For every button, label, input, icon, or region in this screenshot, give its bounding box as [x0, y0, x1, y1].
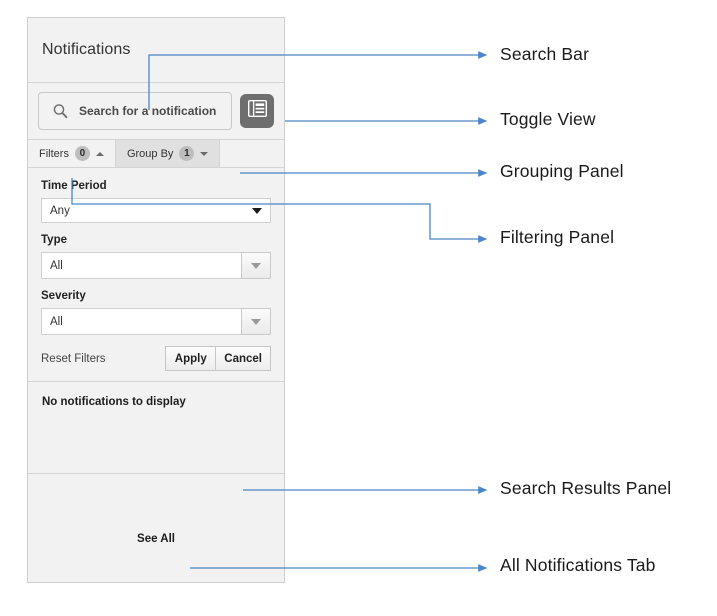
filter-actions: Reset Filters Apply Cancel	[41, 346, 271, 371]
annotation-grouping-panel: Grouping Panel	[500, 161, 624, 181]
tab-filters-label: Filters	[39, 147, 69, 160]
annotation-all-notifications-tab: All Notifications Tab	[500, 555, 656, 575]
time-period-select[interactable]: Any	[41, 198, 271, 223]
severity-select-arrow-button[interactable]	[241, 308, 271, 335]
toggle-view-button[interactable]	[240, 94, 274, 128]
page-title: Notifications	[42, 41, 131, 58]
type-select[interactable]: All	[41, 252, 271, 279]
tab-group-by-badge: 1	[179, 146, 195, 161]
time-period-label: Time Period	[41, 180, 107, 192]
notifications-panel: Notifications Search for a notification	[27, 17, 285, 583]
empty-results-message: No notifications to display	[42, 396, 186, 408]
reset-filters-link[interactable]: Reset Filters	[41, 352, 106, 365]
search-bar: Search for a notification	[28, 83, 284, 140]
chevron-down-icon	[252, 207, 262, 214]
chevron-down-icon	[251, 262, 261, 269]
severity-value: All	[41, 308, 241, 335]
list-view-toggle-icon	[247, 99, 267, 122]
type-label: Type	[41, 234, 67, 246]
search-icon	[45, 100, 75, 122]
filtering-panel: Time Period Any Type All Severity All	[28, 168, 284, 382]
search-input[interactable]: Search for a notification	[38, 92, 232, 130]
cancel-button[interactable]: Cancel	[216, 346, 271, 371]
tab-filters-badge: 0	[74, 146, 90, 161]
severity-select[interactable]: All	[41, 308, 271, 335]
search-results-panel: No notifications to display	[28, 382, 284, 474]
apply-button[interactable]: Apply	[165, 346, 217, 371]
annotation-filtering-panel: Filtering Panel	[500, 227, 615, 247]
all-notifications-tab[interactable]: See All	[28, 474, 284, 582]
chevron-up-icon[interactable]	[95, 151, 104, 156]
annotation-toggle-view: Toggle View	[500, 109, 596, 129]
chevron-down-icon	[251, 318, 261, 325]
time-period-value: Any	[50, 204, 70, 217]
see-all-label: See All	[137, 533, 175, 545]
tab-group-by[interactable]: Group By 1	[115, 140, 221, 167]
chevron-down-icon[interactable]	[200, 151, 209, 156]
type-select-arrow-button[interactable]	[241, 252, 271, 279]
annotation-search-results-panel: Search Results Panel	[500, 478, 672, 498]
severity-label: Severity	[41, 290, 86, 302]
search-placeholder: Search for a notification	[79, 104, 217, 118]
panel-header: Notifications	[28, 18, 284, 83]
tab-group-by-label: Group By	[126, 147, 174, 160]
tab-filters[interactable]: Filters 0	[28, 140, 116, 167]
annotation-search-bar: Search Bar	[500, 44, 590, 64]
type-value: All	[41, 252, 241, 279]
panel-tabs: Filters 0 Group By 1	[28, 140, 284, 168]
